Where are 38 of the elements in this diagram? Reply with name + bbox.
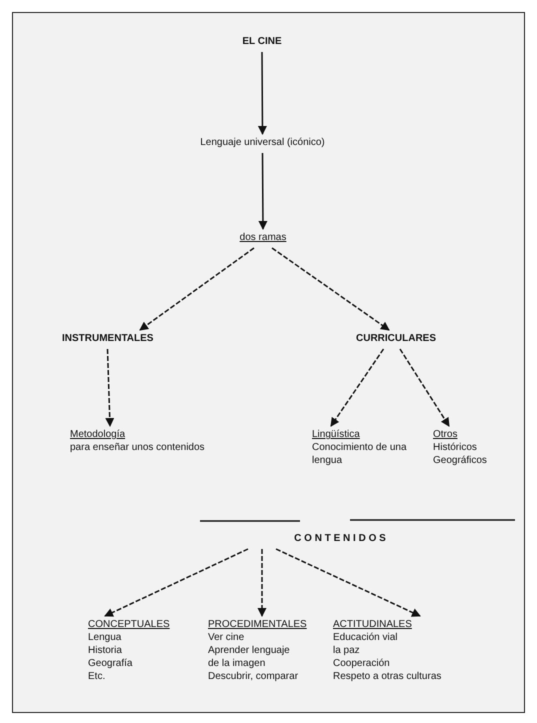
- text-line: Geográficos: [433, 454, 488, 467]
- text-line: Ver cine: [208, 631, 246, 644]
- heading-text: dos ramas: [238, 231, 288, 244]
- text-line: C O N T E N I D O S: [293, 532, 387, 545]
- text-line: para enseñar unos contenidos: [70, 441, 206, 454]
- text-line: Aprender lenguaje: [208, 644, 291, 657]
- text-line: Cooperación: [333, 657, 391, 670]
- text-line: Respeto a otras culturas: [333, 670, 442, 683]
- text-line: Conocimiento de una lengua: [312, 441, 407, 467]
- arrow: [105, 348, 114, 427]
- arrow: [104, 548, 248, 617]
- arrow: [330, 348, 384, 427]
- text-line: Geografía: [88, 657, 134, 670]
- text-line: INSTRUMENTALES: [62, 332, 154, 345]
- arrow: [139, 247, 254, 331]
- heading-text: Lingüística: [312, 428, 361, 441]
- heading-text: ACTITUDINALES: [333, 618, 413, 631]
- text-line: Historia: [88, 644, 123, 657]
- text-line: Educación vial: [333, 631, 398, 644]
- text-line: Descubrir, comparar: [208, 670, 300, 683]
- arrow: [258, 153, 268, 230]
- text-line: Etc.: [88, 670, 106, 683]
- heading-text: Otros: [433, 428, 458, 441]
- heading-text: PROCEDIMENTALES: [208, 618, 308, 631]
- arrow: [258, 549, 266, 617]
- text-line: Históricos: [433, 441, 478, 454]
- arrow: [258, 52, 267, 135]
- heading-text: Metodología: [70, 428, 126, 441]
- arrow: [272, 247, 390, 331]
- text-line: Lengua: [88, 631, 122, 644]
- text-line: de la imagen: [208, 657, 266, 670]
- text-line: Lenguaje universal (icónico): [199, 136, 326, 149]
- text-line: CURRICULARES: [356, 332, 437, 345]
- arrow: [399, 348, 450, 427]
- arrow: [276, 548, 421, 617]
- heading-text: CONCEPTUALES: [88, 618, 171, 631]
- text-line: la paz: [333, 644, 361, 657]
- text-line: EL CINE: [241, 35, 283, 48]
